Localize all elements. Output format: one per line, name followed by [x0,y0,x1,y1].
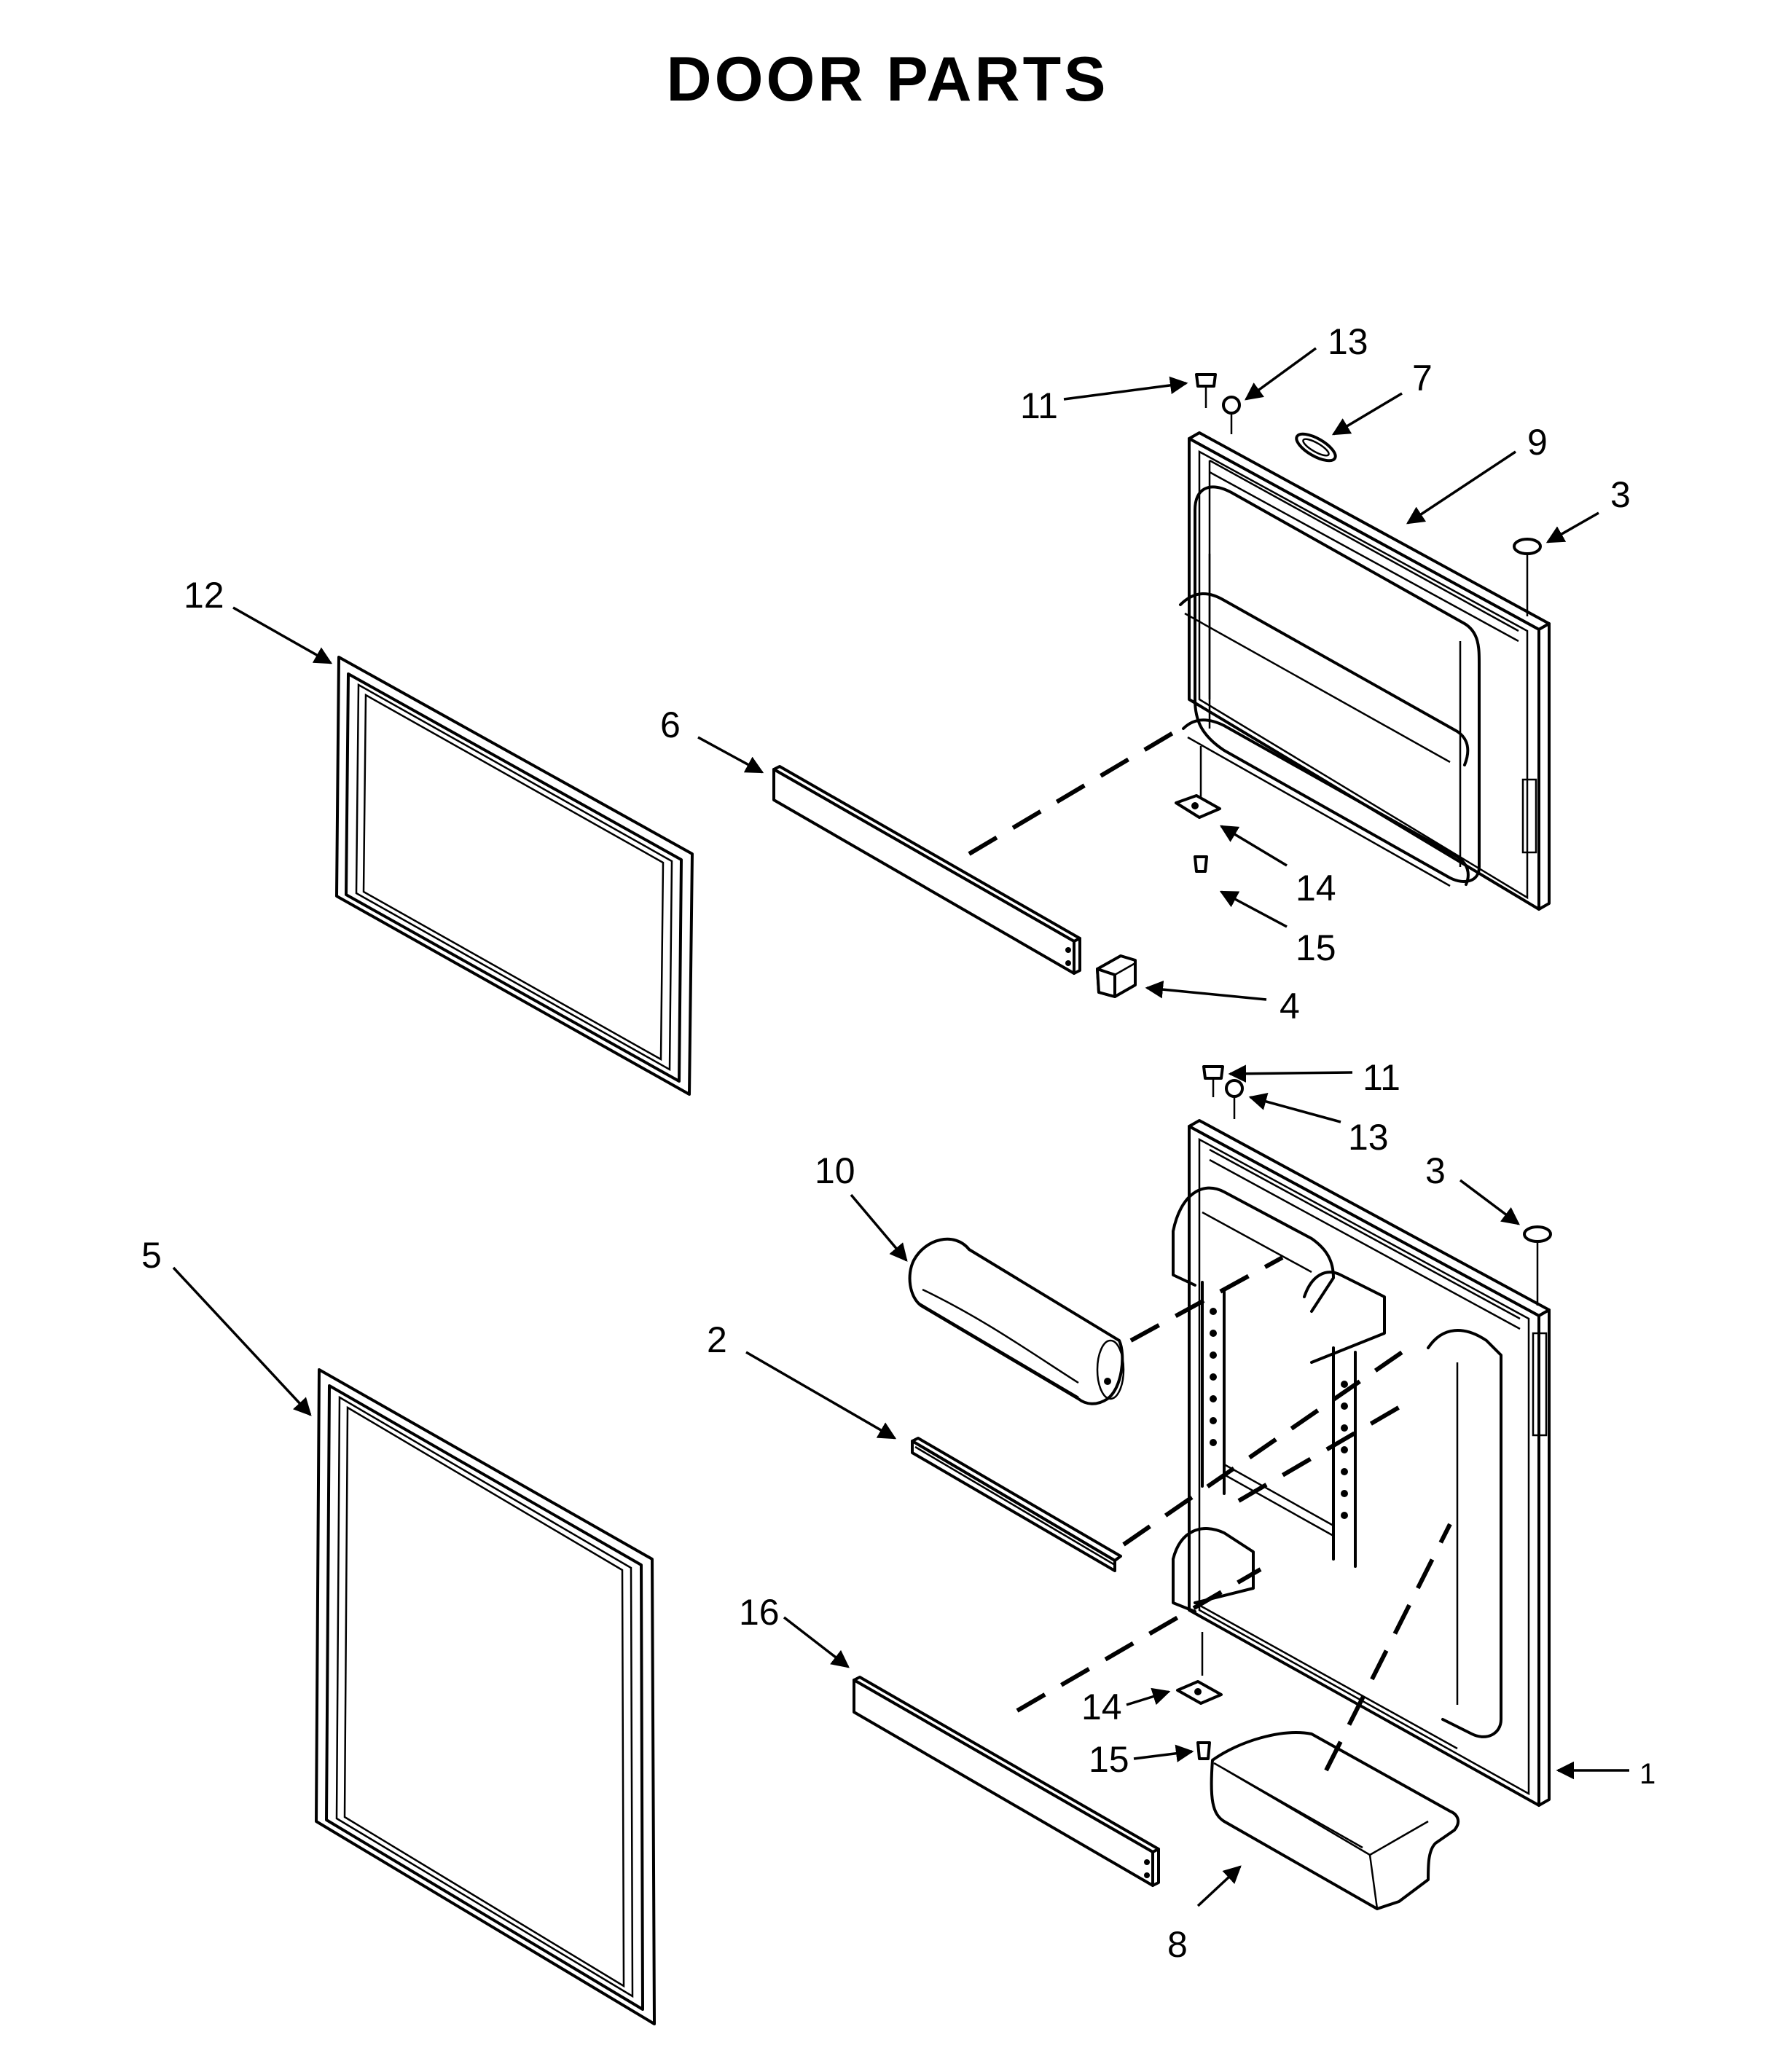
diagram-title: DOOR PARTS [666,44,1109,114]
door-bin [1210,1731,1460,1910]
callout-15-bottom: 15 [1089,1739,1129,1780]
hinge-pin-bottom [1225,1079,1244,1119]
washer [1295,432,1337,463]
callout-11-top: 11 [1020,385,1058,426]
dairy-door [908,1237,1125,1405]
callout-10: 10 [815,1150,855,1191]
hinge-pin-top [1222,396,1241,434]
freezer-door-assembly [1179,431,1551,911]
callout-3-bottom: 3 [1425,1150,1446,1191]
hinge-screw-top [1195,373,1217,408]
callout-14-top: 14 [1296,868,1336,909]
callout-11-bottom: 11 [1363,1057,1400,1098]
callout-16: 16 [739,1592,780,1633]
shelf-end-cap [1096,954,1137,998]
callout-2: 2 [707,1319,727,1360]
callout-13-top: 13 [1328,321,1368,362]
callout-4: 4 [1280,986,1300,1027]
refrigerator-door-gasket [315,1368,656,2025]
callout-15-top: 15 [1296,927,1336,968]
hinge-cap-bottom [1523,1225,1552,1306]
hinge-cap-top [1513,538,1542,616]
refrigerator-door-assembly [1172,1119,1551,1807]
shelf-trim [911,1437,1122,1572]
freezer-door-gasket [335,656,694,1096]
assembly-lines [968,726,1452,1772]
callout-6: 6 [660,705,681,745]
freezer-shelf-trim [772,765,1081,975]
callout-14-bottom: 14 [1081,1687,1122,1727]
callout-13-bottom: 13 [1348,1117,1389,1158]
callout-7: 7 [1412,358,1433,399]
callout-labels: 11 13 7 9 3 12 6 14 15 4 11 13 3 10 5 2 … [141,321,1656,1965]
callout-leaders [172,347,1629,1907]
callout-3-top: 3 [1610,474,1631,515]
lower-hinge-bottom [1176,1632,1223,1760]
hinge-screw-bottom [1202,1065,1224,1097]
lower-shelf-trim [853,1676,1160,1887]
callout-12: 12 [184,575,224,616]
callout-8: 8 [1167,1924,1188,1965]
callout-9: 9 [1527,422,1548,463]
callout-1: 1 [1639,1758,1656,1790]
lower-hinge-top [1175,746,1221,873]
callout-5: 5 [141,1235,162,1276]
